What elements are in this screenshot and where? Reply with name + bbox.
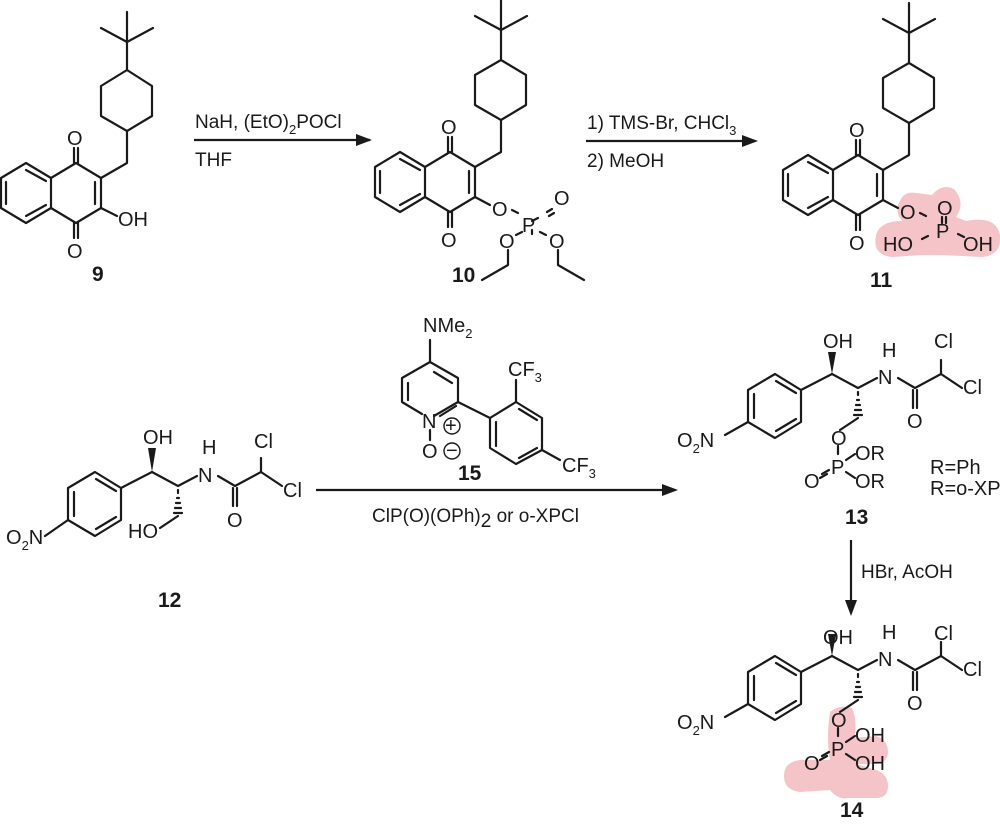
atom-ho: HO — [883, 234, 913, 256]
r-definition: R=Ph — [930, 457, 981, 479]
compound-label: 9 — [92, 263, 104, 286]
atom-n: N — [878, 367, 892, 389]
compound-label: 13 — [845, 506, 868, 529]
compound-14: OH H N Cl Cl O O2N O P OH OH O 14 — [677, 622, 982, 822]
atom-o: O — [492, 199, 508, 221]
reaction-arrow-4: HBr, AcOH — [845, 540, 953, 616]
reagent-above: 1) TMS-Br, CHCl3 — [587, 113, 736, 138]
atom-oh: OH — [823, 331, 853, 353]
compound-10: O O O P O O O 10 — [373, 0, 586, 287]
atom-oh: OH — [963, 234, 993, 256]
reagent-below: ClP(O)(OPh)2 or o-XPCl — [372, 506, 579, 532]
wedge-bond — [828, 352, 836, 374]
atom-o: O — [227, 510, 243, 532]
arrowhead-icon — [742, 135, 758, 147]
atom-n: N — [878, 649, 892, 671]
atom-n: N — [198, 465, 212, 487]
atom-oh: OH — [118, 209, 148, 231]
atom-n: N — [422, 411, 436, 433]
atom-o: O — [441, 230, 457, 252]
atom-p: P — [831, 457, 844, 479]
atom-cl: Cl — [963, 377, 982, 399]
compound-11: O O O O P HO OH 11 — [781, 1, 1000, 292]
arrowhead-icon — [845, 600, 857, 616]
reagent-below: 2) MeOH — [587, 151, 664, 172]
reaction-arrow-1: NaH, (EtO)2POCl THF — [194, 112, 372, 171]
r-definition: R=o-XP — [930, 478, 1000, 500]
reagent-side: HBr, AcOH — [861, 562, 953, 583]
negative-charge-icon: − — [446, 440, 458, 462]
atom-h: H — [882, 622, 896, 644]
reaction-arrow-2: 1) TMS-Br, CHCl3 2) MeOH — [586, 113, 758, 172]
atom-nme2: NMe2 — [423, 315, 472, 341]
atom-o: O — [554, 188, 570, 210]
atom-cl: Cl — [934, 331, 953, 353]
atom-p: P — [936, 221, 949, 243]
atom-p: P — [831, 739, 844, 761]
atom-or: OR — [855, 443, 885, 465]
compound-15: NMe2 N + O − CF3 CF3 15 — [400, 315, 596, 485]
atom-ho: HO — [128, 521, 158, 543]
atom-oh: OH — [143, 427, 173, 449]
compound-12: OH H N Cl Cl O O2N HO 12 — [6, 427, 302, 612]
atom-o: O — [907, 411, 923, 433]
compound-13: OH H N Cl Cl O O2N O P OR OR O R=Ph R=o-… — [677, 331, 1000, 529]
atom-cf3: CF3 — [562, 455, 596, 481]
atom-o: O — [937, 198, 953, 220]
reagent-below: THF — [195, 150, 232, 171]
reagent-above: NaH, (EtO)2POCl — [195, 112, 342, 137]
atom-o: O — [549, 231, 565, 253]
atom-o: O — [907, 693, 923, 715]
atom-cl: Cl — [963, 659, 982, 681]
reaction-arrow-3: ClP(O)(OPh)2 or o-XPCl — [316, 484, 678, 532]
atom-nitro: O2N — [677, 712, 714, 738]
atom-h: H — [202, 437, 216, 459]
compound-label: 10 — [452, 264, 475, 287]
wedge-bond — [148, 448, 156, 472]
atom-cf3: CF3 — [508, 359, 542, 385]
atom-o: O — [900, 202, 916, 224]
atom-o: O — [804, 753, 820, 775]
wedge-bond — [828, 634, 836, 656]
arrowhead-icon — [662, 484, 678, 496]
atom-o: O — [849, 120, 865, 142]
positive-charge-icon: + — [445, 415, 457, 437]
atom-cl: Cl — [934, 623, 953, 645]
atom-o: O — [67, 128, 83, 150]
atom-o: O — [849, 233, 865, 255]
atom-nitro: O2N — [677, 430, 714, 456]
atom-cl: Cl — [254, 431, 273, 453]
compound-label: 11 — [870, 269, 893, 292]
compound-label: 14 — [840, 799, 864, 822]
atom-o: O — [422, 441, 438, 463]
highlight-phosphate — [784, 706, 888, 799]
atom-o: O — [831, 710, 847, 732]
atom-p: P — [522, 215, 535, 237]
atom-cl: Cl — [283, 480, 302, 502]
atom-o: O — [804, 471, 820, 493]
arrowhead-icon — [356, 134, 372, 146]
atom-or: OR — [855, 471, 885, 493]
highlight-phosphate — [875, 187, 1000, 257]
atom-o: O — [441, 117, 457, 139]
compound-9: O O OH 9 — [0, 10, 155, 286]
atom-nitro: O2N — [6, 527, 43, 553]
atom-oh: OH — [823, 627, 853, 649]
atom-h: H — [882, 340, 896, 362]
atom-o: O — [499, 231, 515, 253]
atom-o: O — [831, 428, 847, 450]
atom-oh: OH — [855, 753, 885, 775]
atom-o: O — [67, 241, 83, 263]
atom-oh: OH — [855, 725, 885, 747]
compound-label: 15 — [458, 462, 482, 485]
compound-label: 12 — [158, 589, 181, 612]
